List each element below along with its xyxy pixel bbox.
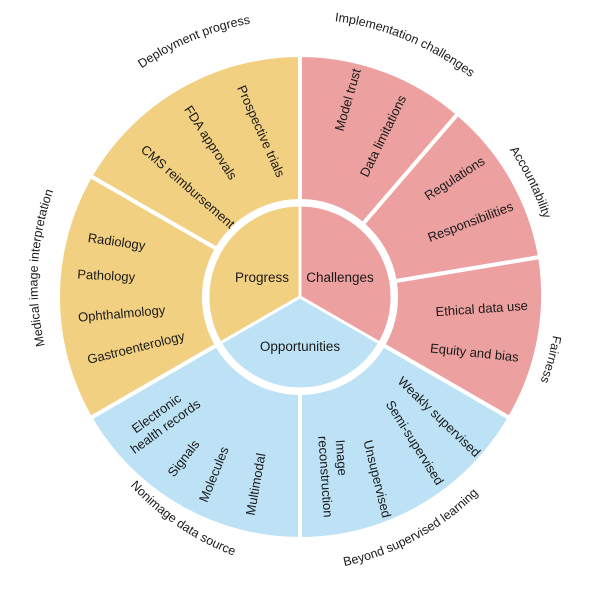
center-sector-opportunities	[218, 295, 382, 391]
outer-label-medical-image-interpretation: Medical image interpretation	[27, 187, 57, 348]
center-label-progress: Progress	[235, 270, 289, 285]
item-reconstruction: reconstruction	[315, 435, 336, 518]
center-label-opportunities: Opportunities	[260, 339, 341, 354]
center-sector-challenges	[298, 203, 394, 346]
item-image: Image	[333, 439, 350, 476]
item-pathology: Pathology	[77, 267, 136, 285]
outer-label-fairness-path: Fairness	[538, 335, 564, 386]
center-label-challenges: Challenges	[306, 270, 374, 285]
item-ethical-data-use: Ethical data use	[435, 298, 528, 319]
outer-label-medical-image-interpretation-path: Medical image interpretation	[27, 187, 57, 348]
segment-medical-image-interpretation	[55, 173, 305, 421]
center-sector-progress	[206, 203, 302, 346]
outer-label-fairness: Fairness	[538, 335, 564, 386]
